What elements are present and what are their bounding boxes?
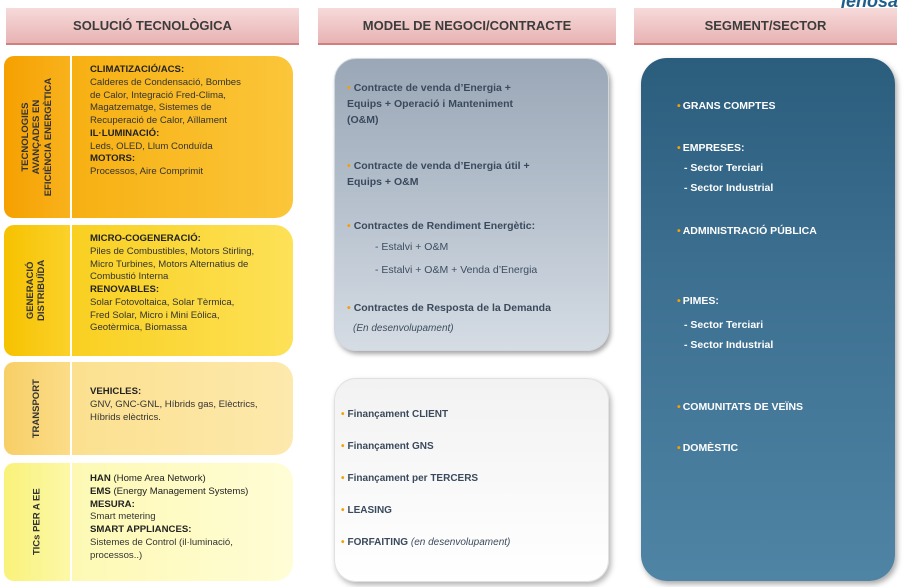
tab-transport: TRANSPORT — [4, 362, 70, 455]
bullet-icon: • — [677, 442, 681, 454]
segment-item-2-sub-2: - Sector Industrial — [684, 182, 774, 194]
panel-heading: EMS (Energy Management Systems) — [90, 485, 249, 497]
tab-label: TRANSPORT — [31, 379, 42, 438]
panel-heading: VEHICLES: — [90, 386, 142, 397]
bullet-icon: • — [341, 409, 345, 420]
financing-item-2: •Finançament GNS — [341, 441, 434, 452]
panel-heading: SMART APPLIANCES: — [90, 524, 192, 535]
segment-item-1: •GRANS COMPTES — [677, 100, 776, 112]
panel-text: de Calor, Integració Fred-Clima, — [90, 89, 226, 101]
panel-text: Magatzematge, Sistemes de — [90, 102, 212, 114]
bullet-icon: • — [677, 142, 681, 154]
header-segment: SEGMENT/SECTOR — [634, 8, 897, 45]
contract-item-4: •Contractes de Resposta de la Demanda — [347, 302, 551, 314]
financing-item-5-note: (en desenvolupament) — [410, 537, 511, 548]
tab-label-line: EFICIÈNCIA ENERGÈTICA — [42, 77, 54, 197]
bullet-icon: • — [347, 82, 351, 94]
panel-transport: VEHICLES:GNV, GNC-GNL, Híbrids gas, Elèc… — [72, 362, 293, 455]
panel-text: Combustió Interna — [90, 271, 169, 283]
financing-item-4: •LEASING — [341, 505, 392, 516]
panel-text: Smart metering — [90, 511, 156, 523]
panel-text: Micro Turbines, Motors Alternatius de — [90, 258, 249, 270]
bullet-icon: • — [347, 160, 351, 172]
bullet-icon: • — [677, 100, 681, 112]
segment-item-2-sub-1: - Sector Terciari — [684, 162, 764, 174]
tab-label-line: GENERACIÓ — [25, 261, 37, 320]
brand-logo-text: jenosa — [840, 0, 898, 11]
panel-text: Geotèrmica, Biomassa — [90, 322, 188, 334]
panel-text: (Home Area Network) — [110, 473, 206, 484]
panel-heading: MESURA: — [90, 498, 135, 510]
panel-text: GNV, GNC-GNL, Híbrids gas, Elèctrics, — [90, 398, 258, 410]
panel-heading: HAN (Home Area Network) — [90, 473, 206, 484]
panel-heading: MOTORS: — [90, 153, 136, 165]
bullet-icon: • — [341, 537, 345, 548]
panel-heading: CLIMATIZACIÓ/ACS: — [90, 64, 185, 75]
panel-text: (Energy Management Systems) — [110, 485, 249, 497]
panel-text: Piles de Combustibles, Motors Stirling, — [90, 245, 255, 257]
tab-label-line: TRANSPORT — [31, 378, 43, 439]
segment-item-4: •PIMES: — [677, 295, 719, 307]
tab-label-line: TICs PER A EE — [31, 488, 43, 556]
panel-text: Solar Fotovoltaica, Solar Tèrmica, — [90, 296, 235, 308]
panel-distributed-generation: MICRO-COGENERACIÓ:Piles de Combustibles,… — [72, 225, 293, 356]
panel-text: processos..) — [90, 549, 143, 561]
bullet-icon: • — [347, 220, 351, 232]
panel-heading: IL·LUMINACIÓ: — [90, 127, 160, 139]
segment-item-4-sub-1: - Sector Terciari — [684, 319, 764, 331]
panel-text: Sistemes de Control (il·luminació, — [90, 536, 233, 548]
tab-label: TICs PER A EE — [31, 489, 42, 556]
contract-item-1: •Contracte de venda d’Energia + Equips +… — [347, 82, 513, 126]
contract-item-3-sub-1: - Estalvi + O&M — [375, 241, 449, 253]
header-business-model: MODEL DE NEGOCI/CONTRACTE — [318, 8, 616, 45]
contracts-box: •Contracte de venda d’Energia + Equips +… — [334, 58, 609, 351]
panel-text: Processos, Aire Comprimit — [90, 166, 204, 177]
tab-label-line: TECNOLOGIES — [19, 102, 31, 172]
panel-text: Híbrids elèctrics. — [90, 411, 161, 423]
bullet-icon: • — [677, 225, 681, 237]
panel-text: Fred Solar, Micro i Mini Eòlica, — [90, 309, 220, 321]
segment-item-3: •ADMINISTRACIÓ PÚBLICA — [677, 225, 817, 237]
segment-item-5: •COMUNITATS DE VEÏNS — [677, 401, 804, 413]
panel-heading: RENOVABLES: — [90, 284, 160, 295]
contract-item-2: •Contracte de venda d’Energia útil + Equ… — [347, 160, 530, 188]
panel-advanced-technologies: CLIMATIZACIÓ/ACS:Calderes de Condensació… — [72, 56, 293, 218]
bullet-icon: • — [677, 401, 681, 413]
segment-item-6: •DOMÈSTIC — [677, 442, 739, 454]
segment-item-4-sub-2: - Sector Industrial — [684, 339, 774, 351]
segments-box: •GRANS COMPTES •EMPRESES: - Sector Terci… — [641, 58, 895, 581]
bullet-icon: • — [341, 441, 345, 452]
tab-label-line: AVANÇADES EN — [31, 99, 43, 175]
bullet-icon: • — [677, 295, 681, 307]
panel-text: Calderes de Condensació, Bombes — [90, 76, 241, 88]
financing-item-3: •Finançament per TERCERS — [341, 473, 479, 484]
panel-heading: MICRO-COGENERACIÓ: — [90, 233, 201, 244]
bullet-icon: • — [341, 505, 345, 516]
contract-item-4-note: (En desenvolupament) — [353, 323, 454, 334]
panel-ict: HAN (Home Area Network)EMS (Energy Manag… — [72, 463, 293, 581]
financing-item-1: •Finançament CLIENT — [341, 409, 449, 420]
bullet-icon: • — [347, 302, 351, 314]
segment-item-2: •EMPRESES: — [677, 142, 745, 154]
panel-text: Recuperació de Calor, Aïllament — [90, 115, 228, 126]
financing-item-5: •FORFAITING (en desenvolupament) — [341, 537, 511, 548]
contract-item-3-sub-2: - Estalvi + O&M + Venda d’Energia — [375, 264, 538, 276]
header-solution: SOLUCIÓ TECNOLÒGICA — [6, 8, 299, 45]
panel-text: Leds, OLED, Llum Conduïda — [90, 140, 213, 152]
contract-item-3: •Contractes de Rendiment Energètic: — [347, 220, 536, 232]
bullet-icon: • — [341, 473, 345, 484]
financing-box: •Finançament CLIENT •Finançament GNS •Fi… — [334, 378, 609, 582]
tab-label-line: DISTRIBUÏDA — [36, 259, 48, 322]
tab-ict: TICs PER A EE — [4, 463, 70, 581]
